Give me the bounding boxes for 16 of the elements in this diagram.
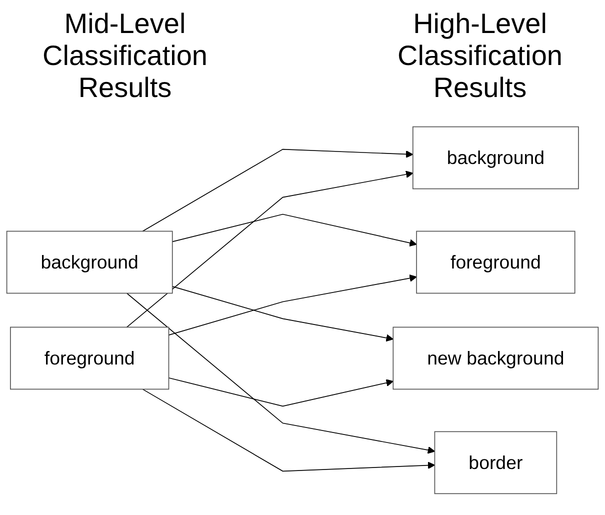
arrow	[168, 377, 394, 406]
arrow	[172, 286, 394, 342]
node-box: foreground	[10, 326, 170, 390]
arrow	[126, 292, 436, 454]
node-box: background	[6, 230, 173, 294]
column-heading: High-Level Classification Results	[396, 8, 564, 105]
node-box: background	[412, 126, 579, 189]
node-box: border	[434, 430, 558, 494]
column-heading: Mid-Level Classification Results	[42, 8, 208, 105]
node-box: foreground	[416, 230, 576, 294]
arrow	[168, 274, 417, 336]
arrow	[126, 170, 414, 328]
arrow	[172, 213, 417, 246]
arrow	[142, 148, 414, 232]
arrow	[142, 388, 436, 472]
node-box: new background	[392, 326, 599, 390]
